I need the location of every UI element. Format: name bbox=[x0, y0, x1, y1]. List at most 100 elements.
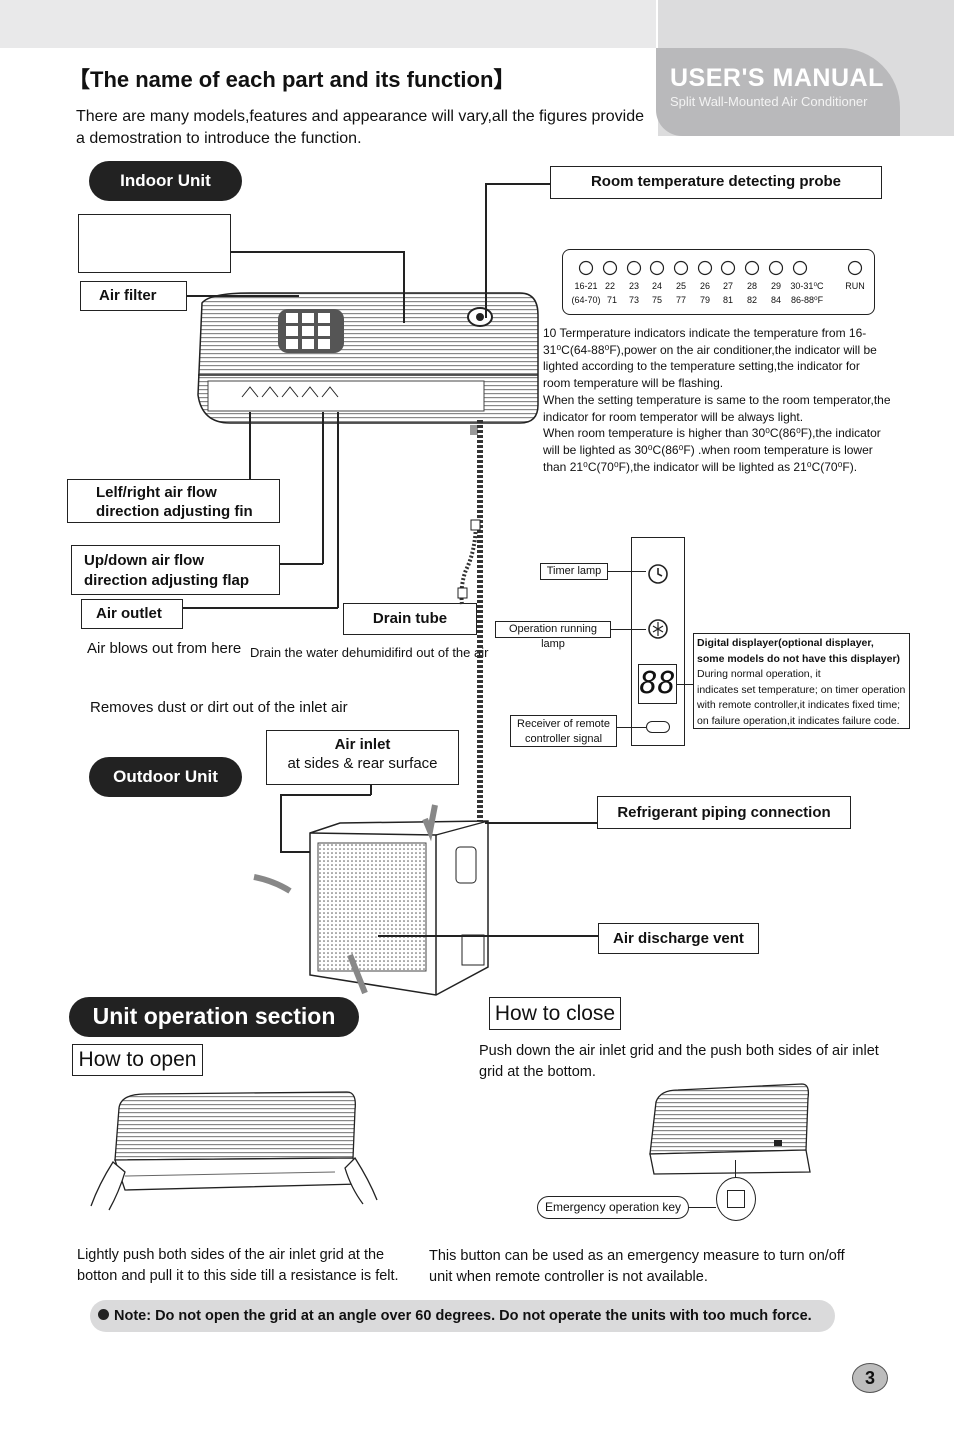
indoor-unit-illustration bbox=[197, 292, 539, 435]
lr-fin-label-line1: Lelf/right air flow bbox=[96, 484, 217, 501]
air-discharge-label: Air discharge vent bbox=[598, 923, 759, 954]
leader-line bbox=[280, 563, 323, 565]
led-bottom-label: 82 bbox=[746, 295, 757, 305]
led-top-label: 25 bbox=[675, 281, 686, 291]
drain-tube-label: Drain tube bbox=[343, 603, 477, 635]
led-top-label: 23 bbox=[628, 281, 639, 291]
led-indicators bbox=[578, 260, 863, 276]
refrigerant-label: Refrigerant piping connection bbox=[597, 796, 851, 829]
led-description: 10 Termperature indicators indicate the … bbox=[543, 325, 903, 475]
digital-note-line: indicates set temperature; on timer oper… bbox=[697, 683, 906, 696]
open-illustration bbox=[90, 1091, 378, 1211]
operation-lamp-label: Operation running lamp bbox=[495, 621, 611, 650]
bullet-icon bbox=[98, 1309, 109, 1320]
led-top-label: 26 bbox=[699, 281, 710, 291]
emergency-desc: This button can be used as an emergency … bbox=[429, 1248, 845, 1285]
emergency-key-zoom bbox=[716, 1177, 756, 1221]
drain-desc: Drain the water dehumidifird out of the … bbox=[250, 645, 489, 660]
leader-line bbox=[183, 607, 338, 609]
leader-line bbox=[735, 1160, 736, 1178]
note-bar: Note: Do not open the grid at an angle o… bbox=[90, 1300, 835, 1332]
ud-flap-label-line2: direction adjusting flap bbox=[84, 572, 250, 589]
led-desc-line: 31⁰C(64-88⁰F),power on the air condition… bbox=[543, 342, 877, 357]
led-bottom-label: 84 bbox=[770, 295, 781, 305]
digital-display: 88 bbox=[638, 664, 677, 704]
led-top-label: 22 bbox=[604, 281, 615, 291]
outdoor-unit-illustration bbox=[253, 804, 489, 996]
led-desc-line: indicator for room temperator will be al… bbox=[543, 409, 804, 424]
led-bottom-label: 81 bbox=[722, 295, 733, 305]
led-desc-line: When room temperature is higher than 30⁰… bbox=[543, 426, 881, 441]
open-desc: Lightly push both sides of the air inlet… bbox=[77, 1247, 399, 1284]
led-bottom-label: 86-88⁰F bbox=[790, 295, 824, 305]
led-top-label: 29 bbox=[770, 281, 781, 291]
close-desc: Push down the air inlet grid and the pus… bbox=[479, 1043, 879, 1080]
led-bottom-label: 73 bbox=[628, 295, 639, 305]
led-desc-line: When the setting temperature is same to … bbox=[543, 392, 891, 407]
leader-line bbox=[689, 1207, 716, 1208]
manual-subtitle: Split Wall-Mounted Air Conditioner bbox=[670, 94, 868, 109]
receiver-label-line2: controller signal bbox=[524, 733, 603, 745]
fan-icon bbox=[648, 619, 668, 639]
led-desc-line: will be lighted as 30⁰C(86⁰F) .when room… bbox=[543, 442, 873, 457]
indoor-unit-pill: Indoor Unit bbox=[89, 161, 242, 201]
display-panel bbox=[631, 537, 685, 746]
led-top-label: 16-21 bbox=[574, 281, 598, 291]
air-outlet-desc: Air blows out from here bbox=[87, 640, 242, 657]
filter-desc: Removes dust or dirt out of the inlet ai… bbox=[90, 699, 348, 716]
leader-line bbox=[231, 251, 404, 253]
led-top-label: 24 bbox=[651, 281, 662, 291]
lr-fin-label-line2: direction adjusting fin bbox=[96, 503, 253, 520]
led-bottom-label: (64-70) bbox=[571, 295, 601, 305]
led-desc-line: than 21⁰C(70⁰F),the indicator will be li… bbox=[543, 459, 858, 474]
outdoor-unit-pill: Outdoor Unit bbox=[89, 757, 242, 797]
air-filter-label: Air filter bbox=[80, 281, 187, 311]
led-top-label: 27 bbox=[722, 281, 733, 291]
led-bottom-label: 75 bbox=[651, 295, 662, 305]
intro-text: There are many models,features and appea… bbox=[76, 108, 644, 147]
clock-icon bbox=[648, 564, 668, 584]
note-text: Note: Do not open the grid at an angle o… bbox=[114, 1308, 812, 1324]
leader-line bbox=[337, 412, 339, 608]
leader-line bbox=[608, 571, 646, 572]
led-desc-line: lighted according to the temperature set… bbox=[543, 359, 860, 374]
leader-line bbox=[187, 295, 299, 297]
blank-label-box bbox=[78, 214, 231, 273]
timer-lamp-label: Timer lamp bbox=[540, 563, 608, 580]
receiver-label: Receiver of remote controller signal bbox=[510, 715, 617, 747]
section-title: 【The name of each part and its function】 bbox=[68, 67, 516, 92]
receiver-label-line1: Receiver of remote bbox=[517, 718, 610, 730]
led-bottom-label: 79 bbox=[699, 295, 710, 305]
leader-line bbox=[280, 794, 282, 852]
leader-line bbox=[611, 629, 646, 630]
ud-flap-label-line1: Up/down air flow bbox=[84, 552, 204, 569]
air-inlet-title: Air inlet bbox=[334, 736, 391, 753]
how-to-close-heading: How to close bbox=[489, 997, 621, 1030]
ud-flap-label: Up/down air flow direction adjusting fla… bbox=[71, 545, 280, 595]
leader-line bbox=[322, 412, 324, 564]
emergency-key-label: Emergency operation key bbox=[537, 1196, 689, 1219]
emergency-key-button[interactable] bbox=[727, 1190, 745, 1208]
leader-line bbox=[249, 412, 251, 479]
leader-line bbox=[403, 251, 405, 323]
leader-line bbox=[280, 851, 316, 853]
digital-note-line: on failure operation,it indicates failur… bbox=[697, 714, 900, 727]
digital-note-line: with remote controller,it indicates fixe… bbox=[697, 699, 901, 711]
leader-line bbox=[280, 794, 371, 796]
digital-note-line: some models do not have this displayer) bbox=[697, 652, 901, 665]
page-number: 3 bbox=[852, 1363, 888, 1393]
led-top-label: 28 bbox=[746, 281, 757, 291]
leader-line bbox=[485, 822, 598, 824]
how-to-open-heading: How to open bbox=[72, 1044, 203, 1076]
close-illustration bbox=[649, 1083, 811, 1175]
digital-note-line: During normal operation, it bbox=[697, 668, 821, 680]
led-desc-line: 10 Termperature indicators indicate the … bbox=[543, 326, 867, 340]
air-outlet-label: Air outlet bbox=[81, 599, 183, 629]
lr-fin-label: Lelf/right air flow direction adjusting … bbox=[67, 479, 280, 523]
leader-line bbox=[617, 727, 646, 728]
led-top-label: 30-31⁰C bbox=[790, 281, 824, 291]
air-inlet-label: Air inlet at sides & rear surface bbox=[266, 730, 459, 785]
operation-section-pill: Unit operation section bbox=[69, 997, 359, 1037]
leader-line bbox=[370, 785, 372, 795]
digital-displayer-note: Digital displayer(optional displayer, so… bbox=[693, 633, 910, 729]
